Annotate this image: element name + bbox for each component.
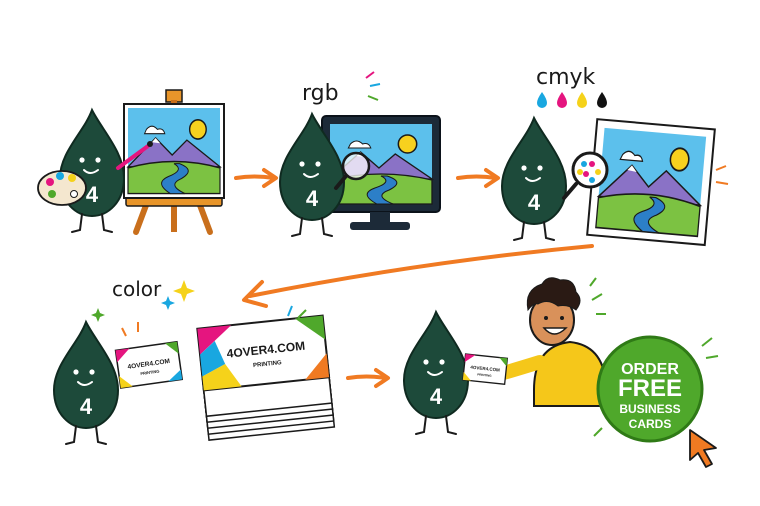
ink-drop-mascot: 4 [403,311,469,435]
ink-drops-icon [537,92,607,108]
handoff-scene: 4 4OVER4.COM PRINTING [403,277,608,435]
mascot-badge: 4 [86,182,99,207]
palette-icon [37,170,87,206]
color-scene: color 4OVER4.COM PRINTING [53,277,336,445]
business-card: 4OVER4.COM PRINTING [114,340,184,389]
magnifier-icon [334,151,371,190]
card-stack: 4OVER4.COM PRINTING [196,314,336,441]
ink-drop-icon [53,321,119,445]
cta-line-2: FREE [618,375,682,402]
card-subtitle: PRINTING [140,368,160,376]
mascot-badge: 4 [80,394,93,419]
customer-person [490,277,608,407]
arrow-long [242,244,594,308]
sparkle-icon [365,71,381,101]
rgb-scene: rgb 4 [279,71,441,237]
sparkle-icon [715,165,729,185]
paintbrush-icon [116,141,153,170]
cta-line-3: BUSINESS [619,402,680,416]
ink-drop-mascot: 4 [279,113,345,237]
ink-drop-mascot: 4 [53,321,119,445]
mascot-badge: 4 [306,186,319,211]
print-sheet [586,118,716,247]
ink-drop-icon [501,117,567,241]
rgb-label: rgb [302,81,339,106]
sparkle-icon [589,277,606,315]
ink-drop-mascot: 4 [501,117,567,241]
sparkle-icon [593,337,719,437]
sparkle-icon [121,322,139,337]
mascot-badge: 4 [528,190,541,215]
card-subtitle: PRINTING [253,360,282,369]
business-card: 4OVER4.COM PRINTING [462,353,509,385]
arrow-3 [346,368,390,388]
order-free-cards-button[interactable]: ORDER FREE BUSINESS CARDS [596,335,704,443]
sparkle-icon [287,305,307,319]
magnifier-icon [562,151,609,200]
painter-scene: 4 [37,89,225,235]
cmyk-label: cmyk [536,65,596,90]
cta-line-1: ORDER [621,361,679,378]
ink-drop-icon [403,311,469,435]
cmyk-scene: cmyk 4 [501,65,729,247]
card-brand: 4OVER4.COM [470,365,500,373]
cursor-icon [689,429,717,468]
cta-line-4: CARDS [629,417,672,431]
ink-drop-mascot: 4 [59,109,125,233]
mascot-badge: 4 [430,384,443,409]
card-subtitle: PRINTING [477,372,492,378]
color-label: color [112,277,162,301]
arrow-2 [456,168,500,188]
monitor-icon [321,115,441,230]
sparkle-icon [91,280,195,322]
arrow-1 [234,168,278,188]
